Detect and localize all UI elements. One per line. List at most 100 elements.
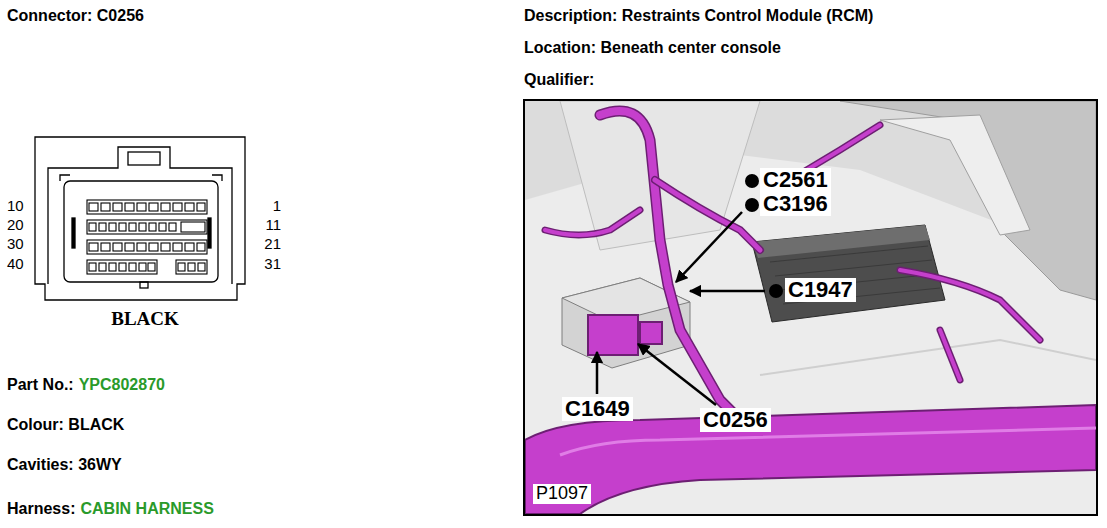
leader-arrow	[638, 344, 716, 405]
pin-cell	[119, 263, 126, 271]
pin-cell	[129, 223, 136, 231]
pin-cell	[119, 223, 126, 231]
wiring-harness	[545, 111, 1040, 440]
pin-number: 31	[264, 256, 281, 273]
pin-cell	[89, 243, 98, 251]
key-bar	[72, 218, 75, 248]
harness-outline	[545, 210, 640, 235]
key-bar	[208, 218, 211, 248]
leader-arrow	[676, 212, 742, 282]
pin-cell	[125, 203, 134, 211]
connector-face	[35, 137, 245, 300]
pin-number: 10	[7, 198, 24, 215]
pin-cell	[113, 203, 122, 211]
pin-cell	[197, 203, 205, 211]
leader-arrows	[597, 212, 765, 405]
seat-opening	[880, 115, 1030, 235]
pin-cell	[101, 243, 110, 251]
pin-cell	[198, 263, 205, 271]
harness-branch	[545, 210, 640, 235]
field-label: Location: Beneath center console	[524, 39, 781, 57]
pin-row	[87, 240, 207, 254]
callout-dot	[745, 198, 759, 212]
tab	[140, 282, 148, 288]
connector-plug	[640, 322, 662, 344]
pin-cell	[139, 263, 146, 271]
pin-cell	[185, 243, 194, 251]
field-value: YPC802870	[79, 376, 165, 394]
pin-cell	[137, 243, 146, 251]
connector-colour: BLACK	[111, 309, 179, 330]
pin-row	[176, 260, 207, 274]
field-label: Cavities: 36WY	[7, 456, 122, 474]
field-value: CABIN HARNESS	[80, 500, 213, 518]
pin-cell	[188, 263, 195, 271]
harness-branch	[900, 270, 1040, 340]
pin-cell	[173, 243, 182, 251]
body-corner	[60, 175, 222, 181]
location-picture	[525, 101, 1096, 514]
harness-outline	[655, 180, 760, 250]
pin-cell	[161, 203, 170, 211]
pin-cell	[99, 263, 106, 271]
pin-number: 11	[265, 217, 281, 234]
pin-number: 30	[7, 236, 24, 253]
pin-cell	[99, 223, 106, 231]
pin-row	[87, 260, 157, 274]
pin-cell	[109, 263, 116, 271]
pin-cell	[159, 223, 166, 231]
connector-body	[64, 181, 218, 282]
pin-number: 1	[273, 198, 281, 215]
figure-number: P1097	[533, 484, 591, 504]
callout-label: C1947	[785, 278, 856, 302]
callout-label: C2561	[760, 168, 831, 192]
pin-cell	[101, 203, 110, 211]
harness-outline	[940, 330, 960, 380]
pin-cell	[149, 203, 158, 211]
connector-plug	[588, 315, 638, 355]
leader-arrow	[690, 290, 765, 293]
pin-row	[87, 200, 207, 214]
pin-number: 21	[264, 236, 281, 253]
callout-label: C1649	[562, 397, 633, 421]
harness-outline	[900, 270, 1040, 340]
connector-housing	[35, 137, 245, 300]
harness-branch	[655, 180, 760, 250]
picture-ground	[525, 101, 1096, 514]
field-label: Harness:	[7, 500, 75, 518]
field-label: Part No.:	[7, 376, 74, 394]
pin-number: 40	[7, 256, 24, 273]
leader-arrow	[596, 352, 599, 394]
field-label: Description: Restraints Control Module (…	[524, 7, 873, 25]
harness-outline	[600, 111, 760, 440]
pin-cell	[109, 223, 116, 231]
pin-cell	[197, 243, 205, 251]
pin-cell	[125, 243, 134, 251]
pin-cell	[149, 243, 158, 251]
pin-cell	[89, 203, 98, 211]
pin-cell	[89, 223, 96, 231]
pin-number: 20	[7, 217, 24, 234]
pin-cell	[137, 203, 146, 211]
pin-cavities	[87, 200, 207, 274]
field-label: Qualifier:	[524, 71, 594, 89]
picture-frame	[524, 100, 1097, 515]
pin-cell	[169, 223, 176, 231]
module-top	[752, 225, 930, 258]
pin-cell	[173, 203, 182, 211]
callout-dot	[745, 174, 759, 188]
field-label: Colour: BLACK	[7, 416, 124, 434]
callout-label: C0256	[700, 408, 771, 432]
pin-cell	[113, 243, 122, 251]
pin-cell	[148, 263, 155, 271]
pin-cell	[149, 223, 156, 231]
pin-cell	[178, 263, 185, 271]
housing-frame	[48, 147, 232, 284]
latch	[128, 152, 160, 165]
callout-dot	[769, 284, 783, 298]
harness-branch	[600, 111, 760, 440]
harness-highlight	[560, 428, 1096, 455]
harness-branch	[940, 330, 960, 380]
pin-row	[87, 220, 207, 234]
